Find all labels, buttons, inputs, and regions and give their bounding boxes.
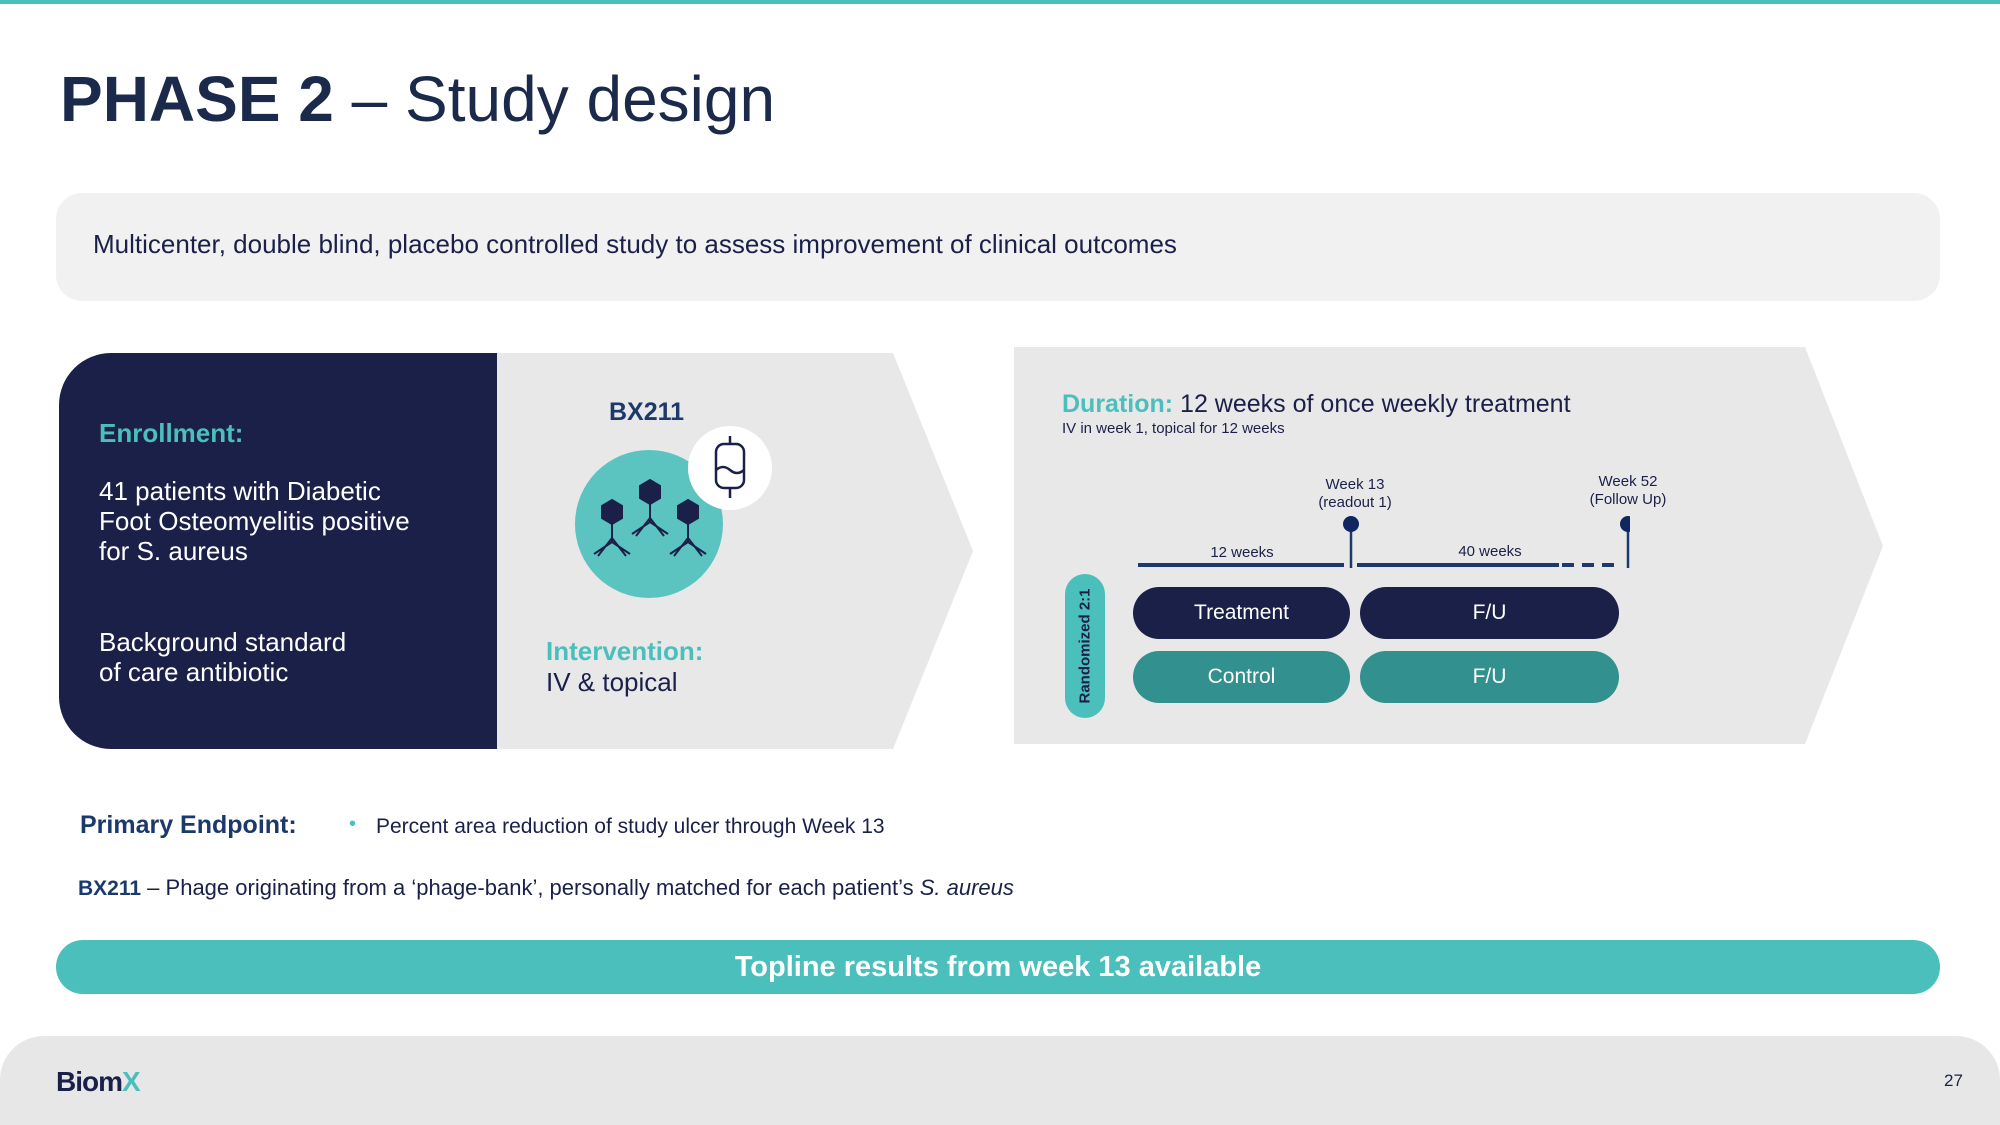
bx211-name: BX211: [78, 877, 142, 900]
title-rest: – Study design: [333, 63, 776, 135]
duration-arrow-shape: [1014, 347, 1883, 744]
dash: –: [141, 875, 166, 900]
top-accent-line: [0, 0, 2000, 4]
primary-endpoint-text: Percent area reduction of study ulcer th…: [376, 815, 885, 838]
phage-icon: [575, 426, 772, 598]
bx211-species: S. aureus: [919, 875, 1014, 900]
intervention-arrow-shape: [497, 353, 973, 749]
bx211-note: BX211 – Phage originating from a ‘phage-…: [78, 875, 1014, 901]
footer: BiomX 27: [0, 1036, 2000, 1125]
segment-12-weeks: 12 weeks: [1210, 544, 1274, 561]
topline-text: Topline results from week 13 available: [734, 950, 1262, 983]
bullet-icon: •: [349, 813, 357, 835]
duration-heading: Duration:: [1062, 390, 1174, 418]
enrollment-line: Foot Osteomyelitis positive: [99, 506, 410, 536]
logo-text: Biom: [56, 1066, 123, 1097]
title-bold: PHASE 2: [60, 63, 334, 135]
timeline-line: [1138, 516, 1630, 568]
enrollment-heading: Enrollment:: [99, 418, 244, 448]
drug-label: BX211: [609, 398, 685, 426]
background-line: Background standard: [99, 627, 347, 657]
background-line: of care antibiotic: [99, 657, 289, 687]
week13-sublabel: (readout 1): [1318, 494, 1392, 511]
randomized-pill: Randomized 2:1: [1065, 574, 1105, 718]
week52-pin-head: [1620, 516, 1630, 532]
randomized-label: Randomized 2:1: [1076, 588, 1094, 704]
segment-40-weeks: 40 weeks: [1458, 543, 1522, 560]
enrollment-line: for S. aureus: [99, 536, 248, 566]
page-number: 27: [1944, 1071, 1963, 1090]
topline-results-banner: Topline results from week 13 available: [56, 940, 1940, 994]
banner-text: Multicenter, double blind, placebo contr…: [93, 229, 1177, 259]
primary-endpoint-label: Primary Endpoint:: [80, 811, 297, 839]
control-arm: Control: [1133, 651, 1350, 703]
treatment-arm: Treatment: [1133, 587, 1350, 639]
biomx-logo: BiomX: [56, 1066, 141, 1098]
enrollment-panel: Enrollment: 41 patients with Diabetic Fo…: [59, 353, 499, 749]
intervention-heading: Intervention:: [546, 636, 704, 666]
week13-pin-head: [1343, 516, 1359, 532]
intervention-text: IV & topical: [546, 667, 678, 697]
logo-x: X: [122, 1066, 141, 1097]
bx211-description: Phage originating from a ‘phage-bank’, p…: [165, 875, 920, 900]
duration-text: 12 weeks of once weekly treatment: [1173, 390, 1571, 418]
control-followup: F/U: [1360, 651, 1619, 703]
study-summary-banner: Multicenter, double blind, placebo contr…: [56, 193, 1940, 301]
week13-label: Week 13: [1325, 476, 1385, 493]
duration-subtext: IV in week 1, topical for 12 weeks: [1062, 420, 1285, 437]
week52-label: Week 52: [1598, 473, 1658, 490]
page-title: PHASE 2 – Study design: [60, 62, 775, 136]
week52-sublabel: (Follow Up): [1589, 491, 1667, 508]
enrollment-line: 41 patients with Diabetic: [99, 476, 381, 506]
treatment-followup: F/U: [1360, 587, 1619, 639]
